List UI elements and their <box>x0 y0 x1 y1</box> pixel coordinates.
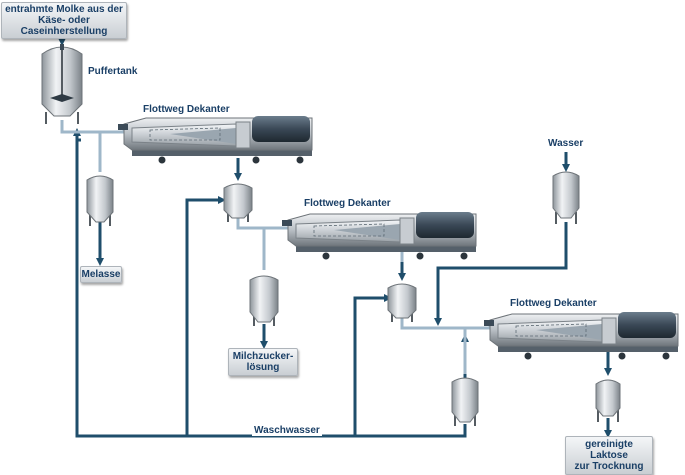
wash-to-tank3-pipe <box>353 294 392 436</box>
light-pipe-network <box>60 120 492 374</box>
feed-source-label: entrahmte Molke aus der Käse- oder Casei… <box>1 2 127 39</box>
decanter-3 <box>484 312 679 360</box>
pipe-network <box>58 26 612 438</box>
tank-milk-sugar <box>249 275 279 326</box>
decanter-1 <box>118 116 313 164</box>
melasse-output-label: Melasse <box>80 266 122 283</box>
wash-water-label: Waschwasser <box>252 425 322 436</box>
lactose-line1: gereinigte Laktose <box>585 439 633 461</box>
wash-to-tank2-pipe <box>185 196 226 436</box>
tank-wash-water <box>451 377 479 426</box>
tank-water <box>552 171 580 224</box>
feed-source-line1: entrahmte Molke aus der <box>5 4 123 15</box>
decanter-2-label: Flottweg Dekanter <box>304 198 391 209</box>
buffer-tank-label: Puffertank <box>88 66 138 77</box>
buffer-tank <box>41 44 83 124</box>
decanter-3-label: Flottweg Dekanter <box>510 298 597 309</box>
lactose-output-label: gereinigte Laktose zur Trocknung <box>565 436 653 475</box>
milk-sugar-output-label: Milchzucker- lösung <box>228 348 298 376</box>
feed-source-line2: Käse- oder Caseinherstellung <box>20 15 108 37</box>
tank-intermediate-1 <box>223 183 253 222</box>
water-label: Wasser <box>548 138 584 149</box>
tank-melasse <box>86 175 114 226</box>
decanter-1-label: Flottweg Dekanter <box>143 104 230 115</box>
lactose-line2: zur Trocknung <box>574 461 644 472</box>
melasse-text: Melasse <box>81 269 121 280</box>
milk-sugar-line1: Milchzucker- <box>232 351 294 362</box>
process-flow-diagram <box>41 26 679 438</box>
water-to-tank3-pipe <box>434 222 568 326</box>
tank-lactose <box>595 379 621 422</box>
tank-intermediate-2 <box>387 283 417 322</box>
decanter-2 <box>282 212 477 260</box>
milk-sugar-line2: lösung <box>246 362 280 373</box>
